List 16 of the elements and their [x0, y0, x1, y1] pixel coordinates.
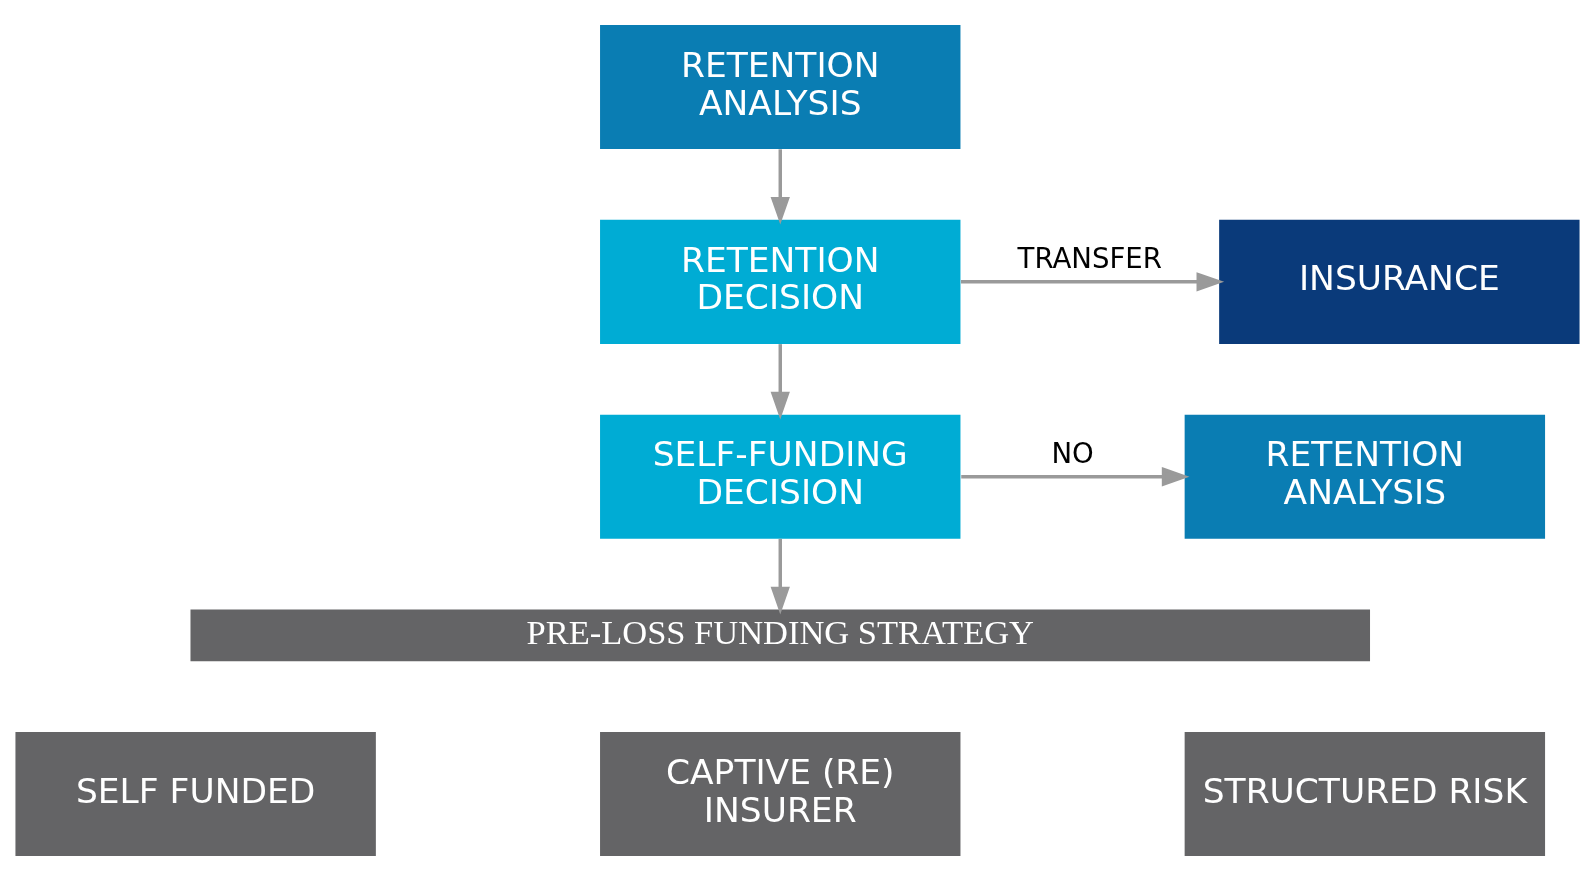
node-box: RETENTION ANALYSIS	[1184, 414, 1546, 539]
node-box: STRUCTURED RISK	[1184, 731, 1546, 857]
node-box: INSURANCE	[1219, 219, 1580, 344]
arrow	[770, 344, 790, 420]
node-box: PRE-LOSS FUNDING STRATEGY	[190, 609, 1371, 662]
node-box: CAPTIVE (RE) INSURER	[600, 731, 961, 857]
edge-label: NO	[1051, 436, 1094, 470]
arrow	[770, 149, 790, 225]
node-box: SELF FUNDED	[15, 731, 376, 857]
arrow	[961, 467, 1190, 487]
node-box: RETENTION DECISION	[600, 219, 961, 344]
node-box: RETENTION ANALYSIS	[600, 24, 961, 150]
arrow	[961, 272, 1225, 292]
arrow	[770, 538, 790, 615]
edge-label: TRANSFER	[1017, 241, 1162, 275]
node-box: SELF-FUNDING DECISION	[600, 414, 961, 539]
